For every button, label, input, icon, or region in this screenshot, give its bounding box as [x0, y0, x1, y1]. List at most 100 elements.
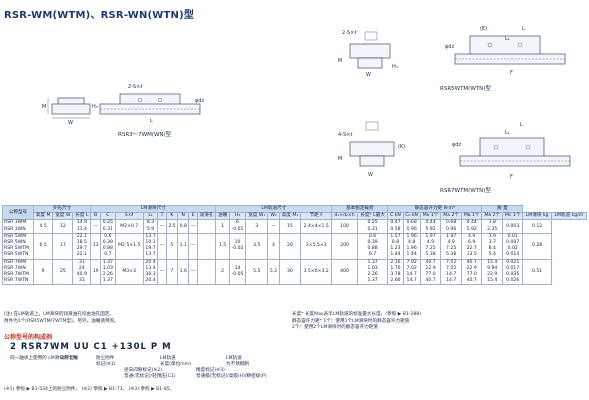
dim-dz-left: φdz — [195, 98, 204, 104]
cell-c: 0.25 0.31 — [356, 219, 389, 234]
dim-F-rt: F — [510, 70, 513, 76]
cell-rail: 0.12 — [522, 219, 552, 234]
cell-h3: 1 — [215, 219, 230, 234]
cell-lmax: 200 — [331, 232, 358, 260]
cell-h3 — [196, 219, 217, 234]
dim-M-left: M — [42, 104, 46, 110]
cell-c: 0.6 0.39 0.88 0.7 — [100, 232, 116, 260]
notes-right: 长度* 长度Max表示LM轨道的标准最大长度。(参照 ▶ B1-288) 静态容… — [292, 312, 421, 332]
left-side-view: 2-S×ℓ L φdz — [99, 84, 204, 124]
caption-left: RSR3～7WM(WN)型 — [118, 130, 172, 138]
cell-ma2: 1.97 4.9 7.25 5.38 — [419, 232, 442, 260]
cell-mb1: 1.97 4.9 7.25 5.38 — [440, 232, 462, 260]
cell-l1: 20.4 13.4 30.3 20.4 — [142, 258, 159, 286]
model-code-header: 公称型号的构成例 — [4, 334, 53, 341]
cell-l1: 8.3 5.9 — [142, 219, 159, 234]
th-sub-8: K — [165, 212, 179, 221]
model-code-line: 2 RSR7WM UU C1 +130L P M — [10, 342, 172, 352]
th-sub-3: B — [90, 212, 102, 221]
th-sub-17: 节距 F — [300, 212, 333, 221]
dim-L-left: L — [150, 118, 153, 124]
model-code-precision-note: 普通级(无标记)/高级(H)/精密级(P) — [196, 374, 267, 379]
model-code-label-3: LM轨道 长度(单位mm) — [160, 356, 191, 367]
drawing-svg: M W H₃ 2-S×ℓ L φdz RSR3～7WM(WN)型 2-S×ℓ M… — [42, 26, 571, 194]
spec-table: 公称型号 外形尺寸 LM滑块尺寸 LM轨道尺寸 基本额定载荷 静态容许力矩 N·… — [2, 204, 588, 286]
th-sub-12: 油嘴 — [215, 212, 230, 221]
cell-k: 3.5 — [165, 219, 179, 234]
th-static-moment: 静态容许力矩 N·m* — [387, 204, 483, 214]
note-right-1: 长度* 长度Max表示LM轨道的标准最大长度。(参照 ▶ B1-288) — [292, 312, 422, 317]
cell-mb2: 4.9 6.9 22.7 13.5 — [460, 232, 483, 260]
dim-L-rb: L — [520, 122, 523, 128]
cell-k: 5 — [165, 232, 179, 260]
dim-L1-rb: L₁ — [505, 130, 510, 136]
th-model: 公称型号 — [2, 204, 34, 221]
caption-right-bottom: RSR7WTM(WTN)型 — [440, 186, 491, 194]
dim-dz-rt: φdz — [445, 44, 454, 50]
cell-n: 0.8 — [177, 219, 190, 234]
cell-l1: 13.7 10.1 19.7 13.7 — [142, 232, 159, 260]
cell-c: 0.25 0.31 — [100, 219, 116, 234]
dim-L1-rt: L₁ — [505, 36, 510, 42]
th-mass: 质 量 — [481, 204, 524, 214]
cell-f: 15 — [278, 219, 302, 234]
th-sub-4: C — [100, 212, 116, 221]
model-code-label-5: LM轨道 为不锈钢制 — [226, 356, 249, 367]
th-sub-13: H₃ — [228, 212, 247, 221]
cell-l: 22.1 18.5 29.7 22.1 — [72, 232, 92, 260]
cell-f: 30 — [278, 258, 302, 286]
th-outer: 外形尺寸 — [32, 204, 92, 214]
cell-m: 9 — [32, 258, 54, 286]
cell-rail: 0.28 — [522, 232, 552, 260]
cell-l: 14.9 11.4 — [72, 219, 92, 234]
right-bottom-end-view: 4-S×ℓ M W (K) — [338, 121, 405, 178]
right-top-end-view: 2-S×ℓ M W H₃ — [338, 30, 398, 78]
model-code-label-4: 精度标记(※3) — [196, 368, 225, 373]
cell-m: 4.5 — [32, 219, 54, 234]
th-sub-19: 长度* L最大 — [356, 212, 389, 221]
cell-e: — — [188, 258, 198, 286]
th-sub-6: L₁ — [142, 212, 159, 221]
cell-model: RSR 7WM RSR 7WN RSR 7WTM RSR 7WTN — [2, 258, 34, 286]
cell-w1: 10 -0.02 — [228, 232, 247, 260]
model-code-sub-label: 同一轴承上使用的 LM滑块的个数 — [10, 356, 78, 361]
th-load: 基本额定载荷 — [331, 204, 389, 214]
cell-mc1: 15.4 9.94 22.9 15.4 — [481, 258, 503, 286]
dim-W-left: W — [68, 120, 73, 126]
notes-left: (注) 在LM轨道上，LM滑块的润滑油孔均由油孔固定。 附件为1个(RSR5WT… — [4, 312, 119, 325]
th-sub-16: 高度 M₁ — [278, 212, 302, 221]
th-sub-24: Mʙ 1个 — [460, 212, 483, 221]
cell-w: 17 — [52, 232, 74, 260]
cell-f: 20 — [278, 232, 302, 260]
dim-L-rt: L — [522, 26, 525, 32]
cell-d: 2.4×4×1.5 — [300, 219, 333, 234]
th-sub-5: S×ℓ — [114, 212, 144, 221]
cell-w2: 3 — [245, 219, 269, 234]
cell-w1: 6 -0.01 — [228, 219, 247, 234]
th-sub-1: 宽度 W — [52, 212, 74, 221]
dim-M-rt: M — [338, 58, 342, 64]
th-sub-26: Mᴄ 1个 — [501, 212, 524, 221]
cell-c: 1.37 1.03 2.26 1.37 — [356, 258, 389, 286]
note-left-2: 附件为1个(RSR5WTM/7WTM型)。另外，油嘴请另购。 — [4, 318, 119, 324]
cell-w2: 3.5 — [245, 232, 269, 260]
left-end-view: M W H₃ — [42, 97, 98, 126]
page-title: RSR-WM(WTM)、RSR-WN(WTN)型 — [4, 10, 195, 21]
cell-h3 — [196, 232, 217, 260]
cell-s: M2.5×1.5 — [114, 232, 144, 260]
right-bottom-side-view: L L₁ φdz F — [452, 122, 571, 180]
th-sub-21: C₀ kN — [402, 212, 421, 221]
dim-4sx-rb: 4-S×ℓ — [338, 132, 352, 138]
cell-mb1: 7.02 7.02 14.7 14.7 — [440, 258, 462, 286]
cell-b: 19 — [90, 258, 102, 286]
dim-2sx-rt: 2-S×ℓ — [342, 30, 356, 36]
cell-c: 1.37 1.03 2.26 1.37 — [100, 258, 116, 286]
model-code-clearance-note: 普通(无标记)/轻预压(C1) — [124, 374, 176, 379]
model-code-label-0: 公称型号 — [60, 356, 79, 361]
cell-mb2: 4.44 5.92 — [460, 219, 483, 234]
cell-mb1: 0.68 0.96 — [440, 219, 462, 234]
